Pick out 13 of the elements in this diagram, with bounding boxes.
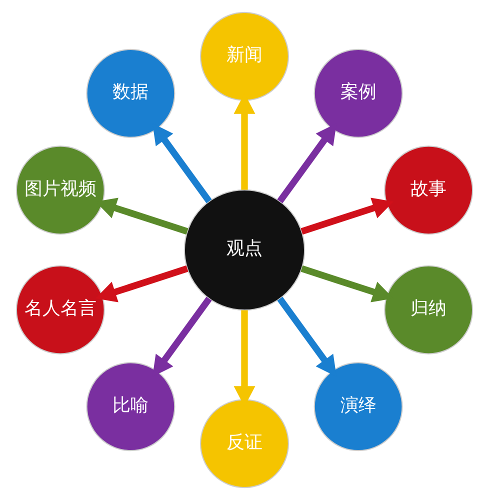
- node-circle: 图片视频: [15, 146, 104, 235]
- arrow: [95, 265, 188, 302]
- node-circle: 数据: [86, 48, 175, 138]
- node-circle: 观点: [183, 189, 305, 311]
- node-circle: 案例: [313, 48, 402, 138]
- arrow: [300, 198, 393, 235]
- node-circle: 故事: [384, 146, 473, 235]
- node-circle: 演绎: [313, 362, 402, 452]
- node-circle: 名人名言: [15, 265, 104, 354]
- node-circle: 反证: [200, 399, 288, 488]
- node-circle: 归纳: [384, 265, 473, 354]
- node-circle: 新闻: [200, 12, 288, 101]
- node-circle: 比喻: [86, 362, 175, 452]
